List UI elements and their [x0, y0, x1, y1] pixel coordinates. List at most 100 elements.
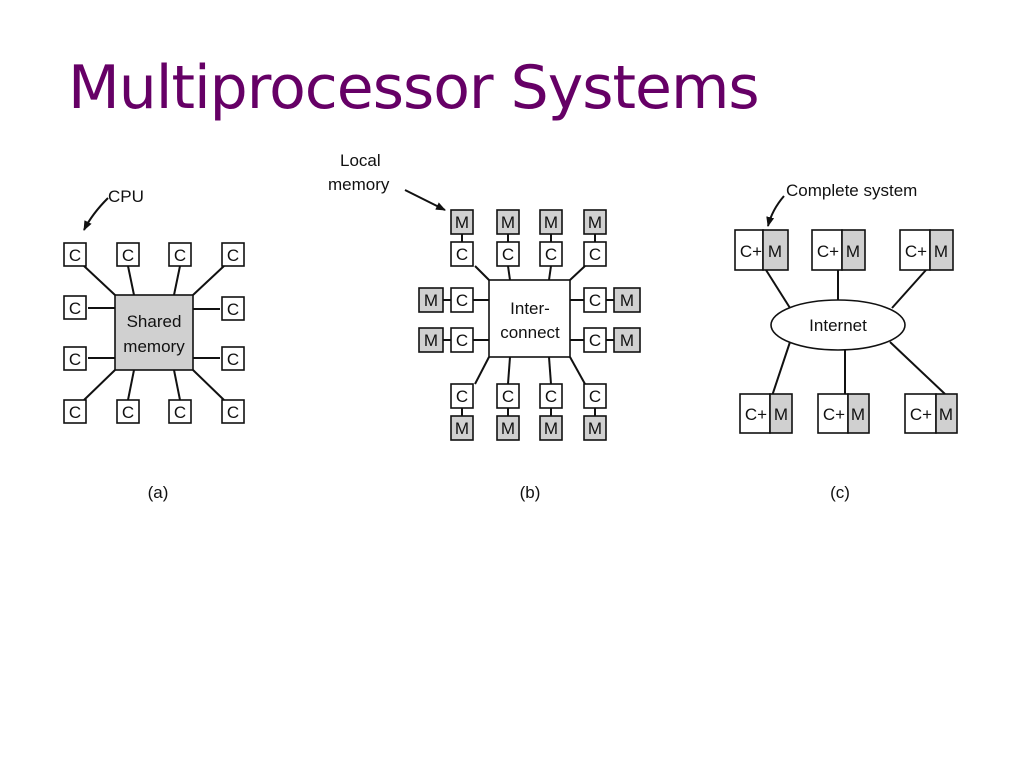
svg-text:C+: C+ — [910, 405, 932, 424]
cpu-box: C — [583, 327, 607, 353]
shared-memory-label-line2: memory — [123, 337, 185, 356]
complete-system-node: C+ M — [734, 229, 789, 271]
node-column-right: C M C M — [583, 287, 641, 353]
svg-text:C: C — [456, 387, 468, 406]
internet-label: Internet — [809, 316, 867, 335]
complete-system-node: C+ M — [817, 393, 870, 434]
local-memory-box: M — [496, 415, 520, 441]
local-memory-box: M — [496, 209, 520, 235]
local-memory-box: M — [418, 287, 444, 313]
svg-text:C: C — [589, 245, 601, 264]
svg-text:C+: C+ — [745, 405, 767, 424]
local-memory-box: M — [450, 415, 474, 441]
svg-text:M: M — [501, 213, 515, 232]
complete-system-node: C+ M — [899, 229, 954, 271]
shared-memory-block — [114, 294, 194, 371]
node-row-bottom: C C C C M M M M — [450, 383, 607, 441]
interconnect-label-line1: Inter- — [510, 299, 550, 318]
svg-text:C: C — [227, 403, 239, 422]
cpu-box: C — [450, 383, 474, 409]
svg-text:C: C — [456, 331, 468, 350]
svg-text:M: M — [424, 331, 438, 350]
cpu-box: C — [116, 242, 140, 267]
svg-text:C: C — [69, 299, 81, 318]
node-connectors — [443, 234, 614, 416]
complete-system-pointer-label: Complete system — [786, 181, 917, 200]
cpu-box: C — [539, 241, 563, 267]
diagram-b-message-passing: Local memory — [328, 151, 641, 502]
cpu-column-right: C C — [221, 296, 245, 371]
local-memory-box: M — [450, 209, 474, 235]
cpu-box: C — [496, 383, 520, 409]
svg-text:C: C — [69, 403, 81, 422]
local-memory-box: M — [583, 415, 607, 441]
svg-text:M: M — [501, 419, 515, 438]
svg-text:M: M — [620, 331, 634, 350]
svg-text:M: M — [588, 419, 602, 438]
cpu-box: C — [221, 242, 245, 267]
cpu-box: C — [63, 242, 87, 267]
interconnect-label-line2: connect — [500, 323, 560, 342]
local-memory-pointer-label-line2: memory — [328, 175, 390, 194]
cpu-box: C — [221, 296, 245, 321]
svg-text:C: C — [456, 291, 468, 310]
svg-text:M: M — [768, 242, 782, 261]
cpu-pointer-arrow — [83, 197, 109, 231]
svg-text:C: C — [69, 246, 81, 265]
svg-text:C+: C+ — [823, 405, 845, 424]
svg-text:C+: C+ — [740, 242, 762, 261]
local-memory-box: M — [418, 327, 444, 353]
cpu-box: C — [450, 241, 474, 267]
local-memory-box: M — [539, 209, 563, 235]
cpu-box: C — [116, 399, 140, 424]
local-memory-box: M — [613, 287, 641, 313]
cpu-box: C — [583, 241, 607, 267]
cpu-row-bottom: C C C C — [63, 399, 245, 424]
interconnect-block — [488, 279, 571, 358]
svg-text:M: M — [934, 242, 948, 261]
svg-text:M: M — [588, 213, 602, 232]
cpu-box: C — [63, 346, 87, 371]
diagram-a-caption: (a) — [148, 483, 169, 502]
cpu-box: C — [168, 242, 192, 267]
cpu-box: C — [539, 383, 563, 409]
diagram-b-caption: (b) — [520, 483, 541, 502]
svg-text:M: M — [774, 405, 788, 424]
internet-network — [770, 299, 906, 351]
cpu-connectors — [83, 265, 225, 401]
cpu-pointer-label: CPU — [108, 187, 144, 206]
svg-text:M: M — [544, 213, 558, 232]
diagram-c-distributed-system: Complete system Internet C+ M C+ M — [734, 181, 958, 502]
cpu-box: C — [168, 399, 192, 424]
node-row-top: M M M M C C C C — [450, 209, 607, 267]
shared-memory-label-line1: Shared — [127, 312, 182, 331]
svg-text:C: C — [589, 331, 601, 350]
svg-text:C: C — [174, 246, 186, 265]
svg-text:M: M — [851, 405, 865, 424]
cpu-box: C — [583, 383, 607, 409]
local-memory-pointer-arrow — [404, 189, 446, 211]
local-memory-box: M — [613, 327, 641, 353]
complete-system-pointer-arrow — [766, 195, 785, 227]
svg-text:M: M — [424, 291, 438, 310]
svg-text:M: M — [939, 405, 953, 424]
svg-text:C: C — [69, 350, 81, 369]
node-column-left: M C M C — [418, 287, 474, 353]
local-memory-pointer-label-line1: Local — [340, 151, 381, 170]
cpu-box: C — [221, 346, 245, 371]
svg-text:C+: C+ — [817, 242, 839, 261]
svg-text:M: M — [455, 419, 469, 438]
svg-text:M: M — [620, 291, 634, 310]
svg-text:C: C — [589, 291, 601, 310]
svg-text:C: C — [122, 403, 134, 422]
svg-text:C: C — [502, 387, 514, 406]
slide-title: Multiprocessor Systems — [68, 53, 760, 123]
complete-system-node: C+ M — [739, 393, 793, 434]
svg-text:C: C — [589, 387, 601, 406]
complete-system-node: C+ M — [904, 393, 958, 434]
svg-text:M: M — [544, 419, 558, 438]
svg-text:C: C — [227, 350, 239, 369]
cpu-box: C — [63, 399, 87, 424]
svg-text:C: C — [122, 246, 134, 265]
